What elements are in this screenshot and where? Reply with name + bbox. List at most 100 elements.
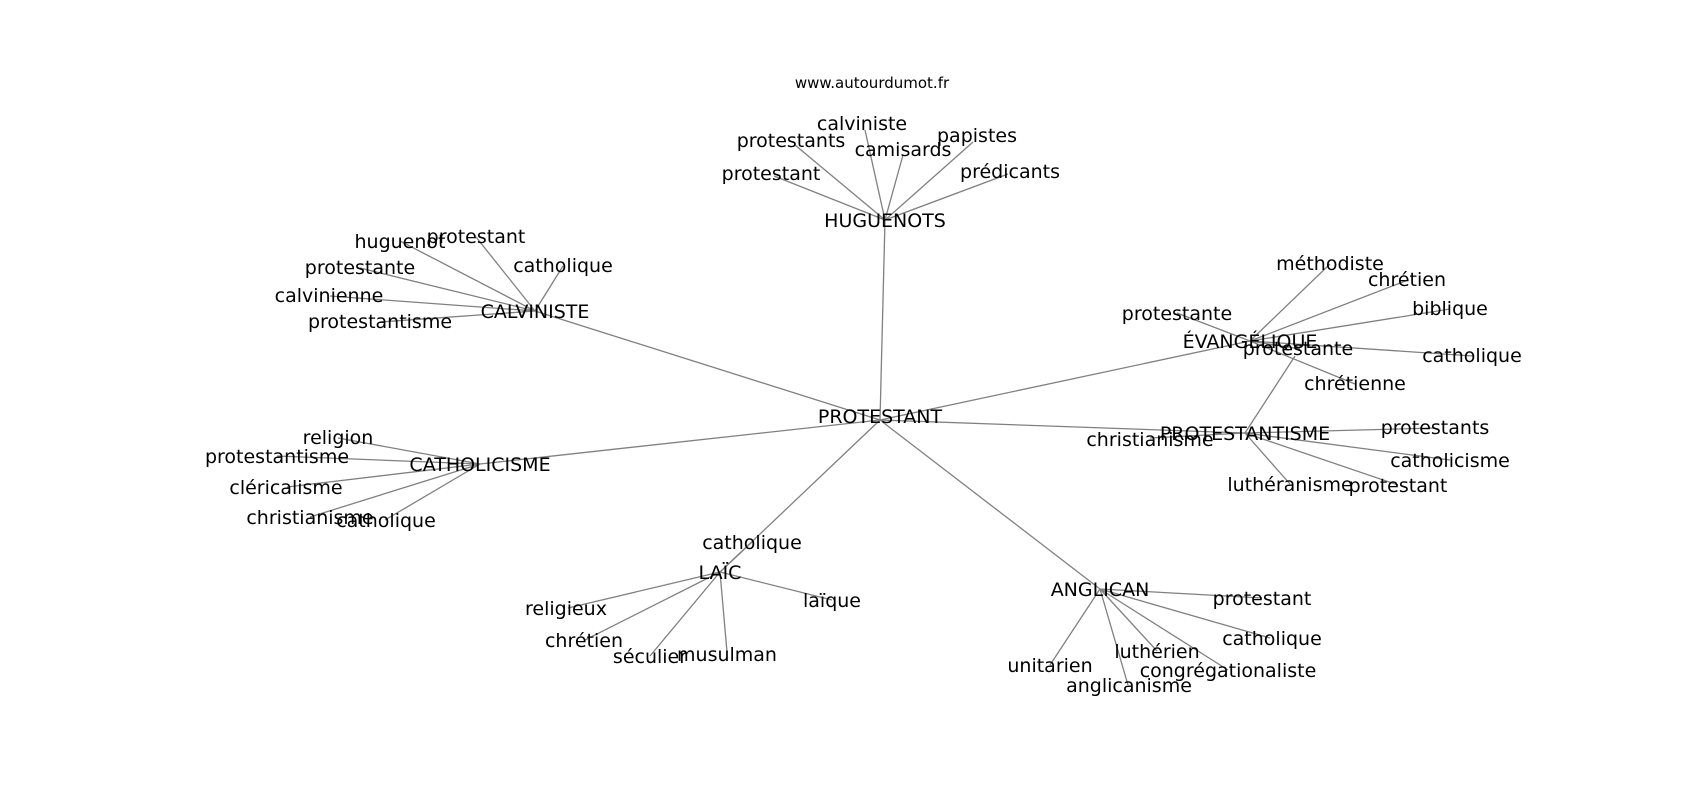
node-leaf: prédicants (960, 161, 1060, 183)
edge-evangelique-leaf (1249, 308, 1451, 342)
edge-anglican-leaf (1099, 588, 1129, 686)
node-hub-protestantisme: PROTESTANTISME (1160, 423, 1330, 445)
node-leaf: christianisme (246, 507, 373, 529)
node-leaf: protestante (1122, 303, 1232, 325)
edge-evangelique-leaf (1249, 340, 1301, 350)
node-leaf: laïque (803, 590, 861, 612)
node-hub-evangelique: ÉVANGÉLIQUE (1183, 330, 1318, 353)
node-hub-anglican: ANGLICAN (1051, 579, 1150, 601)
node-leaf: protestant (1213, 588, 1312, 610)
node-leaf: biblique (1412, 298, 1488, 320)
node-leaf: catholique (702, 532, 802, 554)
node-leaf: luthérien (1114, 641, 1199, 663)
node-leaf: protestants (1381, 417, 1490, 439)
edge-laic-leaf (649, 571, 721, 657)
edge-huguenots-leaf (884, 154, 904, 221)
node-leaf: chrétien (545, 630, 623, 652)
node-leaf: religieux (525, 598, 607, 620)
node-leaf: séculier (613, 646, 687, 668)
edge-huguenots-leaf (864, 129, 886, 221)
node-leaf: catholique (1222, 628, 1322, 650)
edge-catholicisme-leaf (384, 463, 481, 521)
edge-huguenots-leaf (794, 144, 886, 221)
edge-center-huguenots (879, 219, 886, 421)
node-leaf: protestantisme (308, 311, 452, 333)
node-hub-laic: LAÏC (699, 561, 742, 584)
edge-catholicisme-leaf (309, 463, 481, 518)
edge-evangelique-leaf (1176, 312, 1251, 342)
edge-evangelique-leaf (1249, 263, 1331, 342)
edge-protestantisme-leaf (1244, 432, 1291, 485)
node-leaf: protestant (722, 163, 821, 185)
edge-center-calviniste (534, 310, 881, 421)
node-leaf: catholique (513, 255, 613, 277)
edge-anglican-leaf (1049, 588, 1101, 666)
node-leaf: papistes (937, 125, 1017, 147)
edge-anglican-leaf (1099, 588, 1158, 652)
node-hub-catholicisme: CATHOLICISME (409, 454, 550, 476)
node-leaf: protestante (305, 257, 415, 279)
node-leaf: calvinienne (275, 285, 384, 307)
edge-laic-leaf (719, 571, 728, 653)
node-leaf: christianisme (1086, 429, 1213, 451)
node-leaf: musulman (677, 644, 777, 666)
edge-huguenots-leaf (884, 173, 1009, 221)
edge-catholicisme-leaf (276, 455, 481, 465)
node-leaf: protestant (427, 226, 526, 248)
edge-evangelique-protestantisme (1244, 355, 1296, 434)
edge-calviniste-leaf (534, 265, 564, 312)
node-leaf: religion (303, 427, 374, 449)
node-center: PROTESTANT (818, 406, 943, 428)
node-leaf: chrétien (1368, 269, 1446, 291)
node-hub-huguenots: HUGUENOTS (824, 210, 946, 232)
node-leaf: anglicanisme (1066, 675, 1192, 697)
node-leaf: luthéranisme (1227, 474, 1352, 496)
node-leaf: protestante (1243, 338, 1353, 360)
edge-calviniste-leaf (399, 240, 536, 312)
graph-labels: www.autourdumot.fr PROTESTANT HUGUENOTS … (205, 74, 1522, 697)
edge-catholicisme-leaf (337, 437, 481, 465)
edge-protestantisme-leaf (1244, 427, 1436, 434)
edge-laic-leaf (719, 571, 833, 601)
node-leaf: catholique (1422, 345, 1522, 367)
node-leaf: calviniste (817, 113, 907, 135)
source-label: www.autourdumot.fr (795, 74, 950, 92)
edge-calviniste-leaf (379, 310, 536, 323)
edge-evangelique-leaf (1249, 340, 1474, 357)
edge-protestantisme-leaf (1149, 432, 1246, 439)
node-leaf: cléricalisme (229, 477, 342, 499)
edge-laic-leaf (567, 571, 721, 609)
node-leaf: congrégationaliste (1140, 660, 1317, 682)
node-leaf: chrétienne (1304, 373, 1406, 395)
edge-protestantisme-leaf (1244, 432, 1399, 486)
edge-calviniste-leaf (329, 295, 536, 312)
node-leaf: protestant (1349, 475, 1448, 497)
edge-protestantisme-leaf (1244, 432, 1451, 461)
edge-center-evangelique (879, 340, 1251, 421)
edge-anglican-leaf (1099, 588, 1263, 599)
edge-calviniste-leaf (475, 236, 536, 312)
edge-evangelique-leaf (1249, 279, 1409, 342)
node-leaf: protestantisme (205, 446, 349, 468)
node-leaf: catholique (336, 510, 436, 532)
node-leaf: camisards (855, 139, 952, 161)
edge-huguenots-leaf (773, 175, 886, 221)
edge-center-protestantisme (879, 419, 1246, 434)
edge-anglican-leaf (1099, 588, 1229, 671)
node-leaf: catholicisme (1390, 450, 1510, 472)
edge-catholicisme-leaf (286, 463, 481, 488)
graph-edges (276, 129, 1474, 686)
node-leaf: unitarien (1007, 655, 1092, 677)
edge-evangelique-leaf (1249, 340, 1356, 385)
edge-center-anglican (879, 419, 1101, 590)
edge-laic-leaf (584, 571, 721, 641)
node-leaf: huguenot (355, 231, 446, 253)
node-leaf: protestants (737, 130, 846, 152)
edge-anglican-leaf (1099, 588, 1271, 639)
node-hub-calviniste: CALVINISTE (481, 301, 590, 323)
edge-laic-leaf (719, 541, 753, 573)
edge-calviniste-leaf (359, 267, 536, 312)
node-leaf: méthodiste (1276, 253, 1384, 275)
edge-center-catholicisme (479, 419, 881, 465)
